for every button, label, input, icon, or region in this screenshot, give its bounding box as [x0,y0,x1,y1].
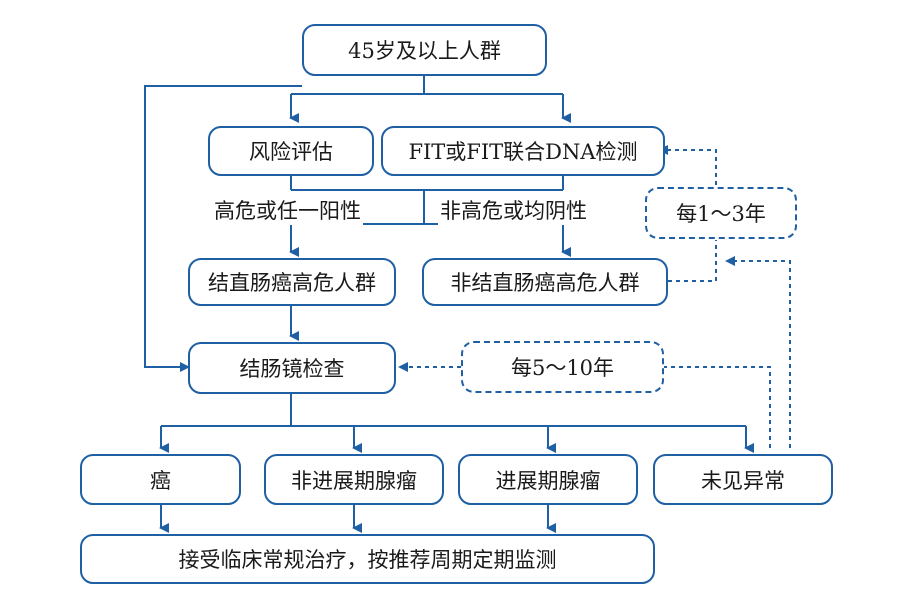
non-high-risk-node: 非结直肠癌高危人群 [422,258,668,306]
no-abnormality-node: 未见异常 [653,454,833,505]
colonoscopy-node: 结肠镜检查 [188,342,396,394]
high-risk-node: 结直肠癌高危人群 [188,258,396,306]
treatment-node: 接受临床常规治疗，按推荐周期定期监测 [80,534,655,584]
start-node: 45岁及以上人群 [302,24,547,76]
risk-assessment-node: 风险评估 [208,126,374,176]
non-advanced-adenoma-node: 非进展期腺瘤 [264,454,444,505]
cancer-node: 癌 [80,454,241,505]
edge-normal-to-1-3 [725,256,791,448]
edge-normal-to-5-10 [664,366,771,448]
edge-start-to-colonoscopy [144,85,302,372]
fit-test-node: FIT或FIT联合DNA检测 [381,126,665,176]
interval-1-3-years: 每1～3年 [645,187,797,239]
advanced-adenoma-node: 进展期腺瘤 [458,454,638,505]
label-non-high-or-negative: 非高危或均阴性 [438,195,589,225]
edge-nonhigh-to-1-3 [668,240,717,282]
interval-5-10-years: 每5～10年 [461,341,664,393]
label-high-or-positive: 高危或任一阳性 [212,195,363,225]
edge-1-3-to-fit [658,145,717,185]
